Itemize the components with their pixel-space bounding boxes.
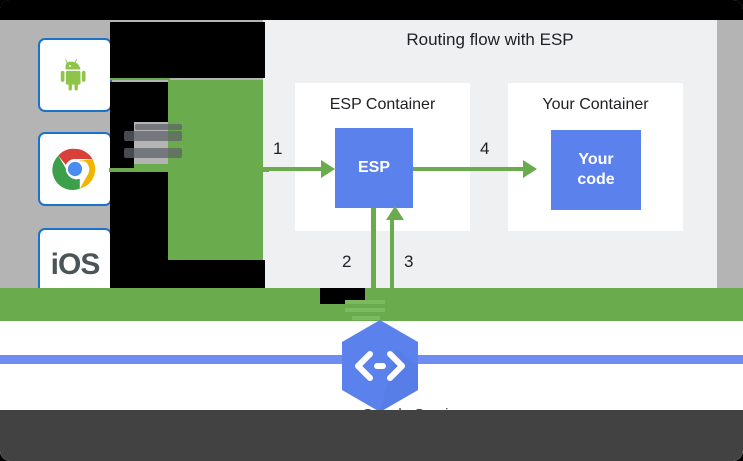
green-band: [0, 288, 743, 321]
smudged-text-fragment: [135, 124, 182, 130]
redaction-block: [110, 216, 168, 260]
green-fragment: [352, 316, 380, 320]
green-fragment: [345, 308, 385, 312]
redaction-block: [110, 22, 265, 78]
chrome-logo-icon: [52, 148, 96, 191]
arrow-1-label: 1: [273, 139, 283, 158]
arrow-3-head: [386, 206, 404, 220]
arrow-4-label: 4: [480, 139, 490, 158]
arrow-2-line: [371, 208, 376, 323]
smudged-text-fragment: [124, 148, 182, 158]
client-card-android[interactable]: [38, 38, 112, 112]
arrow-4-head: [523, 160, 537, 178]
connector-line-android: [110, 76, 170, 80]
your-code-box-label: Your code: [577, 151, 615, 188]
redaction-block: [110, 260, 265, 290]
your-code-box[interactable]: Your code: [551, 130, 641, 210]
esp-container-label: ESP Container: [329, 96, 436, 113]
esp-box-label: ESP: [357, 159, 390, 176]
arrow-2-label: 2: [342, 252, 352, 271]
redaction-block: [110, 168, 168, 216]
green-fragment: [345, 300, 385, 304]
android-robot-icon: [60, 59, 86, 91]
ios-label: iOS: [50, 248, 101, 281]
arrow-4-line: [413, 167, 525, 171]
smudged-text-fragment: [124, 131, 182, 141]
right-gray-region: [717, 20, 743, 288]
arrow-3-line: [390, 219, 394, 323]
connector-line-main: [109, 168, 269, 172]
connector-line-chrome: [110, 164, 170, 168]
arrow-1-line: [263, 167, 323, 171]
client-card-chrome[interactable]: [38, 132, 112, 206]
redaction-block: [110, 122, 134, 168]
redaction-block: [110, 82, 168, 122]
bottom-dark-bar: [0, 410, 743, 461]
page-title: Routing flow with ESP: [406, 30, 574, 49]
your-container-label: Your Container: [542, 96, 649, 113]
esp-box[interactable]: ESP: [335, 128, 413, 208]
endpoints-hexagon-icon[interactable]: [336, 318, 424, 414]
arrow-1-head: [321, 160, 335, 178]
arrow-3-label: 3: [404, 252, 414, 271]
redaction-block: [0, 0, 186, 20]
